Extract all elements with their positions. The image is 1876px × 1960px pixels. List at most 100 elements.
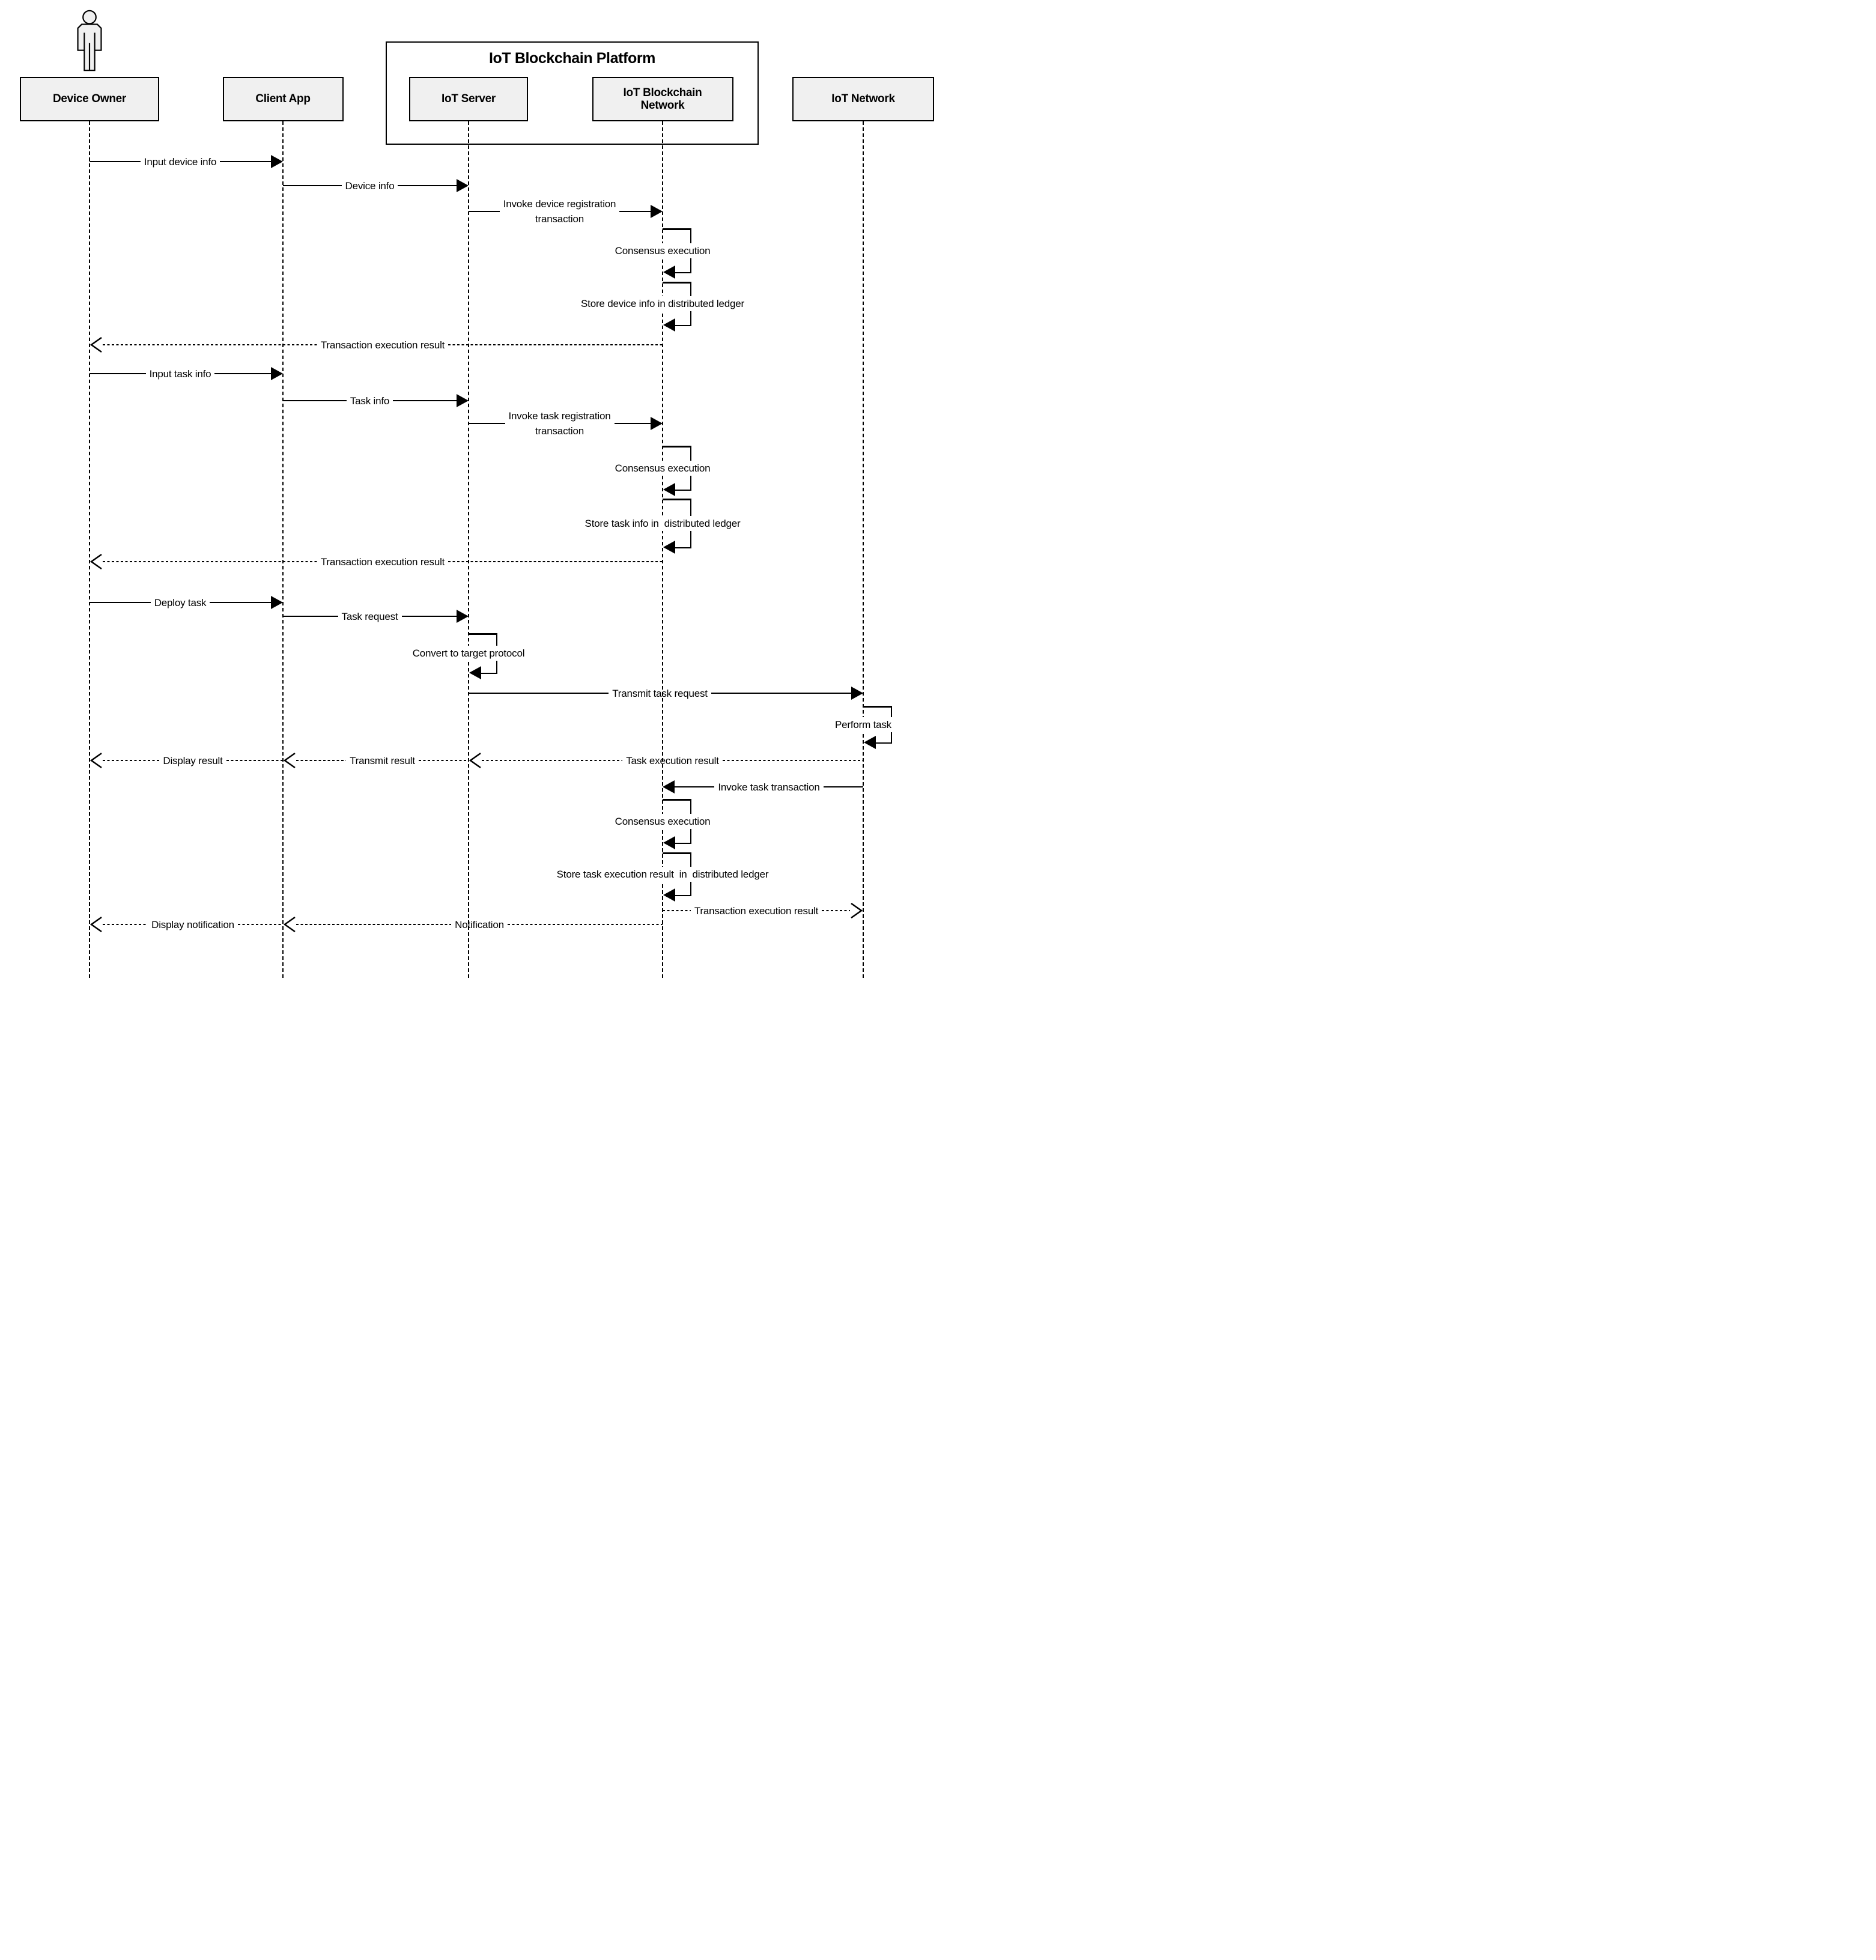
message-label: Transaction execution result: [691, 903, 822, 918]
platform-frame-title: IoT Blockchain Platform: [489, 50, 655, 67]
lifeline-label-iot-blockchain-network: IoT Blockchain Network: [623, 86, 702, 112]
filled-arrowhead-icon: [271, 155, 283, 168]
message-label-line: Transmit result: [350, 754, 415, 766]
self-message-return-line: [873, 742, 892, 744]
message-label: Store task info in distributed ledger: [584, 517, 741, 529]
message-line: [283, 615, 338, 617]
message-label: Task request: [338, 609, 402, 624]
message-label: Deploy task: [151, 595, 210, 610]
message-label-line: Invoke device registration: [503, 198, 616, 210]
lifeline-label-device-owner: Device Owner: [52, 93, 127, 106]
self-message-return-line: [672, 324, 691, 326]
return-message-line: [822, 909, 851, 912]
message-display-notification: Display notification: [90, 916, 283, 933]
return-message-line: [103, 923, 148, 926]
filled-arrowhead-icon: [663, 483, 675, 496]
return-message-line: [296, 759, 347, 762]
message-line: [823, 786, 863, 788]
message-label-line: Input task info: [149, 368, 211, 380]
message-line: [214, 372, 271, 375]
message-label-line: Invoke task transaction: [718, 781, 820, 793]
return-message-line: [237, 923, 283, 926]
return-message-line: [103, 344, 317, 346]
self-message-top-line: [663, 446, 691, 448]
filled-arrowhead-icon: [663, 780, 675, 793]
lifeline-box-iot-server: IoT Server: [409, 77, 528, 121]
message-notification: Notification: [283, 916, 663, 933]
self-message-return-line: [672, 842, 691, 844]
message-deploy-task: Deploy task: [90, 594, 283, 611]
message-device-info: Device info: [283, 177, 469, 194]
self-message-store-device-info-in-distributed-ledger: Store device info in distributed ledger: [578, 296, 747, 311]
self-message-consensus-execution: Consensus execution: [612, 813, 714, 829]
message-label-line: Transaction execution result: [320, 556, 445, 568]
message-label: Notification: [451, 917, 508, 932]
return-message-line: [722, 759, 864, 762]
message-label-line: transaction: [535, 425, 584, 437]
message-task-request: Task request: [283, 608, 469, 625]
open-arrowhead-icon: [851, 902, 863, 919]
lifeline-client-app: [282, 121, 284, 979]
message-label-line: Deploy task: [154, 596, 207, 608]
message-task-execution-result: Task execution result: [469, 752, 864, 769]
message-task-info: Task info: [283, 392, 469, 409]
self-message-top-line: [663, 282, 691, 284]
open-arrowhead-icon: [90, 752, 102, 769]
message-label: Transmit result: [346, 753, 419, 768]
lifeline-label-iot-network: IoT Network: [831, 93, 895, 106]
message-line: [619, 210, 651, 213]
message-label: Convert to target protocol: [412, 648, 525, 659]
filled-arrowhead-icon: [663, 318, 675, 332]
self-message-top-line: [863, 706, 892, 708]
return-message-line: [507, 923, 663, 926]
filled-arrowhead-icon: [663, 541, 675, 554]
filled-arrowhead-icon: [651, 417, 663, 430]
message-label: Consensus execution: [615, 462, 711, 474]
filled-arrowhead-icon: [864, 736, 876, 749]
message-label-line: Display result: [163, 754, 223, 766]
self-message-convert-to-target-protocol: Convert to target protocol: [409, 646, 528, 661]
message-label: Transmit task request: [609, 686, 711, 701]
person-icon: [73, 10, 106, 75]
message-line: [283, 184, 342, 187]
filled-arrowhead-icon: [663, 836, 675, 849]
filled-arrowhead-icon: [663, 888, 675, 902]
message-label: Store device info in distributed ledger: [581, 298, 744, 309]
message-line: [469, 692, 609, 694]
message-display-result: Display result: [90, 752, 284, 769]
self-message-consensus-execution: Consensus execution: [612, 460, 714, 476]
message-line: [675, 786, 715, 788]
message-label: Consensus execution: [615, 815, 711, 827]
self-message-consensus-execution: Consensus execution: [612, 243, 714, 258]
message-input-task-info: Input task info: [90, 365, 283, 382]
message-label-line: Task execution result: [626, 754, 719, 766]
return-message-line: [103, 759, 160, 762]
open-arrowhead-icon: [90, 916, 102, 933]
message-line: [711, 692, 851, 694]
lifeline-device-owner: [89, 121, 90, 979]
message-label: Display notification: [148, 917, 238, 932]
message-label-line: Transmit task request: [612, 687, 708, 699]
message-line: [393, 399, 457, 402]
open-arrowhead-icon: [283, 916, 296, 933]
message-label: Perform task: [835, 718, 891, 730]
return-message-line: [482, 759, 623, 762]
lifeline-box-iot-blockchain-network: IoT Blockchain Network: [592, 77, 733, 121]
filled-arrowhead-icon: [469, 666, 481, 679]
message-label-line: Device info: [345, 180, 395, 192]
message-line: [398, 184, 457, 187]
lifeline-label-client-app: Client App: [255, 93, 311, 106]
message-input-device-info: Input device info: [90, 153, 283, 170]
message-label: Consensus execution: [615, 244, 711, 256]
self-message-store-task-execution-result-in-distributed-ledger: Store task execution result in distribut…: [553, 866, 772, 882]
message-label: Task info: [347, 393, 393, 408]
message-label-line: Task info: [350, 395, 390, 407]
return-message-line: [103, 560, 317, 563]
message-label: Device info: [342, 178, 398, 193]
message-line: [469, 422, 505, 425]
message-transmit-result: Transmit result: [283, 752, 469, 769]
lifeline-box-client-app: Client App: [222, 77, 344, 121]
lifeline-box-iot-network: IoT Network: [792, 77, 934, 121]
